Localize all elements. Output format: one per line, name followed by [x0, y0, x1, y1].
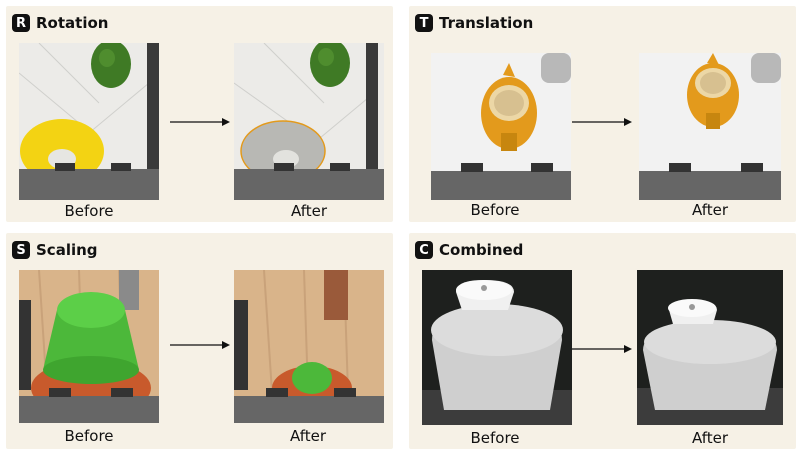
badge-c: C [415, 241, 433, 259]
scaling-before-image [19, 270, 159, 423]
arrow-scaling [170, 341, 230, 349]
translation-after-image [639, 53, 781, 200]
arrow-combined [572, 345, 632, 353]
badge-s: S [12, 241, 30, 259]
caption-combined-before: Before [470, 429, 520, 447]
caption-translation-after: After [691, 201, 729, 219]
panel-title-rotation: R Rotation [12, 12, 108, 34]
title-scaling: Scaling [36, 241, 98, 259]
title-combined: Combined [439, 241, 524, 259]
caption-translation-before: Before [470, 201, 520, 219]
arrow-translation [572, 118, 632, 126]
arrow-rotation [170, 118, 230, 126]
panel-rotation: R Rotation Before [6, 6, 393, 222]
badge-t: T [415, 14, 433, 32]
rotation-before-image [19, 43, 159, 200]
panel-title-combined: C Combined [415, 239, 523, 261]
caption-scaling-before: Before [64, 427, 114, 445]
rotation-after-image [234, 43, 384, 200]
combined-before-image [422, 270, 572, 425]
panel-scaling: S Scaling Before [6, 233, 393, 449]
panel-combined: C Combined Before After [409, 233, 796, 449]
caption-rotation-before: Before [64, 202, 114, 220]
panel-title-translation: T Translation [415, 12, 533, 34]
combined-after-image [637, 270, 783, 425]
panel-translation: T Translation Before [409, 6, 796, 222]
panel-title-scaling: S Scaling [12, 239, 98, 261]
caption-rotation-after: After [290, 202, 328, 220]
title-rotation: Rotation [36, 14, 109, 32]
caption-scaling-after: After [289, 427, 327, 445]
badge-r: R [12, 14, 30, 32]
title-translation: Translation [439, 14, 534, 32]
caption-combined-after: After [691, 429, 729, 447]
translation-before-image [431, 53, 571, 200]
scaling-after-image [234, 270, 384, 423]
